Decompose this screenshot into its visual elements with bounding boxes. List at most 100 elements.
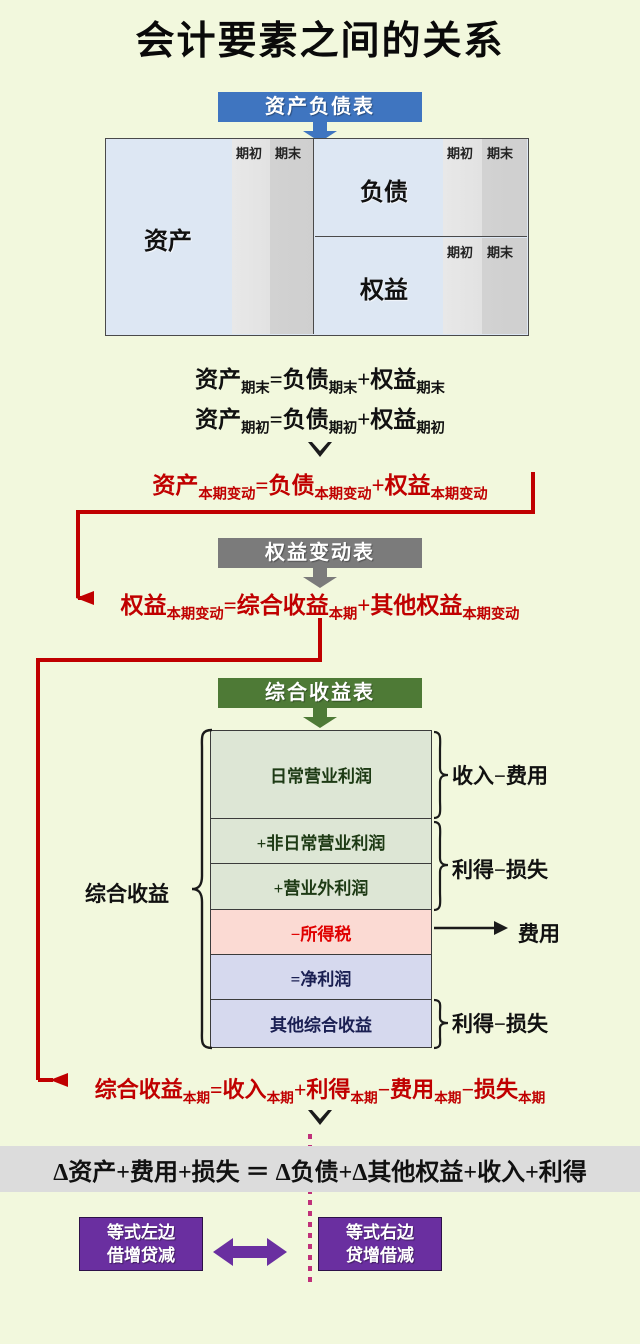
eq4-op2: + xyxy=(357,593,371,618)
assets-title: 资产 xyxy=(144,229,192,255)
eq3-lhs-sub: 本期变动 xyxy=(198,486,256,503)
equation-equity-change: 权益本期变动=综合收益本期+其他权益本期变动 xyxy=(0,586,640,624)
equation-change: 资产本期变动=负债本期变动+权益本期变动 xyxy=(0,466,640,504)
eq5-lhs: 综合收益 xyxy=(94,1077,183,1102)
eq3-t1: 负债 xyxy=(268,473,315,498)
eq5-t3-sub: 本期 xyxy=(434,1090,462,1106)
eq4-t1-sub: 本期 xyxy=(328,606,358,623)
equity-begin-column xyxy=(443,238,482,334)
equity-end-column xyxy=(482,238,527,334)
income-statement-banner: 综合收益表 xyxy=(218,678,422,708)
liabilities-title: 负债 xyxy=(360,180,408,206)
income-row-0: 日常营业利润 xyxy=(211,731,431,819)
eq4-lhs: 权益 xyxy=(120,593,167,618)
liabilities-end-column xyxy=(482,139,527,236)
income-row-4: =净利润 xyxy=(211,955,431,1000)
equity-begin-label: 期初 xyxy=(447,245,474,260)
eq5-op4: − xyxy=(461,1077,474,1102)
eq2-t1-sub: 期初 xyxy=(328,420,358,437)
income-row-3-label: −所得税 xyxy=(290,924,352,944)
equity-end-label: 期末 xyxy=(487,245,514,260)
eq4-lhs-sub: 本期变动 xyxy=(166,606,224,623)
eq2-t1: 负债 xyxy=(282,407,329,432)
annotation-label-4: 利得−损失 xyxy=(452,1012,548,1036)
eq5-t3: 费用 xyxy=(390,1077,435,1102)
eq2-lhs-sub: 期初 xyxy=(241,420,270,437)
eq5-op3: − xyxy=(377,1077,391,1102)
right-side-rule-line1: 等式右边 xyxy=(346,1223,414,1242)
liabilities-begin-label: 期初 xyxy=(447,146,474,161)
eq5-lhs-sub: 本期 xyxy=(182,1090,210,1106)
eq2-t2-sub: 期初 xyxy=(416,420,445,437)
assets-panel: 期初 期末 资产 xyxy=(106,139,314,334)
eq1-op2: + xyxy=(357,367,371,392)
right-side-rule-line2: 贷增借减 xyxy=(346,1246,414,1265)
page-title: 会计要素之间的关系 xyxy=(135,19,505,64)
eq4-op1: = xyxy=(223,593,237,618)
income-statement-table: 日常营业利润 +非日常营业利润 +营业外利润 −所得税 =净利润 其他综合收益 xyxy=(210,730,432,1048)
eq5-t4: 损失 xyxy=(473,1077,518,1102)
balance-sheet-diagram: 期初 期末 资产 期初 期末 负债 期初 期末 权益 xyxy=(105,138,529,336)
equity-panel: 期初 期末 权益 xyxy=(315,238,527,334)
eq1-op1: = xyxy=(269,367,283,392)
eq3-lhs: 资产 xyxy=(152,473,199,498)
eq4-t2: 其他权益 xyxy=(370,593,463,618)
annotation-label-2: 利得−损失 xyxy=(452,858,548,882)
income-row-1-label: +非日常营业利润 xyxy=(256,833,386,853)
assets-end-column xyxy=(270,139,313,334)
eq5-t1-sub: 本期 xyxy=(266,1090,294,1106)
eq4-t2-sub: 本期变动 xyxy=(462,606,520,623)
income-row-5: 其他综合收益 xyxy=(211,1000,431,1047)
assets-begin-label: 期初 xyxy=(236,146,263,161)
eq5-t1: 收入 xyxy=(222,1077,267,1102)
income-row-2-label: +营业外利润 xyxy=(273,879,369,898)
final-equation: Δ资产+费用+损失 ＝ Δ负债+Δ其他权益+收入+利得 xyxy=(53,1160,587,1186)
final-equation-band xyxy=(0,1146,640,1192)
eq5-op1: = xyxy=(210,1077,223,1102)
balance-sheet-banner: 资产负债表 xyxy=(218,92,422,122)
eq1-t2: 权益 xyxy=(370,367,417,392)
left-side-rule-box: 等式左边 借增贷减 xyxy=(79,1217,203,1271)
eq1-lhs: 资产 xyxy=(195,367,242,392)
comprehensive-income-label: 综合收益 xyxy=(85,882,169,906)
income-row-2: +营业外利润 xyxy=(211,864,431,910)
eq3-t2: 权益 xyxy=(384,473,431,498)
eq3-op1: = xyxy=(255,473,269,498)
liabilities-end-label: 期末 xyxy=(487,146,514,161)
right-side-rule-box: 等式右边 贷增借减 xyxy=(318,1217,442,1271)
equation-ending: 资产期末=负债期末+权益期末 xyxy=(0,360,640,398)
equity-title: 权益 xyxy=(360,278,408,304)
equity-statement-banner: 权益变动表 xyxy=(218,538,422,568)
liabilities-begin-column xyxy=(443,139,482,236)
eq1-t1: 负债 xyxy=(282,367,329,392)
eq4-t1: 综合收益 xyxy=(236,593,329,618)
eq5-t4-sub: 本期 xyxy=(518,1090,546,1106)
assets-begin-column xyxy=(232,139,270,334)
eq2-lhs: 资产 xyxy=(195,407,242,432)
equation-beginning: 资产期初=负债期初+权益期初 xyxy=(0,400,640,438)
left-side-rule-line1: 等式左边 xyxy=(107,1223,175,1242)
eq5-t2-sub: 本期 xyxy=(350,1090,378,1106)
assets-end-label: 期末 xyxy=(275,146,302,161)
eq2-op2: + xyxy=(357,407,371,432)
eq1-t2-sub: 期末 xyxy=(416,380,445,397)
eq5-t2: 利得 xyxy=(306,1077,351,1102)
income-row-0-label: 日常营业利润 xyxy=(270,767,372,786)
income-row-1: +非日常营业利润 xyxy=(211,819,431,864)
left-side-rule-line2: 借增贷减 xyxy=(107,1246,175,1265)
eq3-op2: + xyxy=(371,473,385,498)
income-row-3: −所得税 xyxy=(211,910,431,955)
eq1-t1-sub: 期末 xyxy=(328,380,358,397)
annotation-label-1: 收入−费用 xyxy=(452,764,548,788)
liabilities-panel: 期初 期末 负债 xyxy=(315,139,527,237)
income-row-4-label: =净利润 xyxy=(290,969,352,989)
eq3-t1-sub: 本期变动 xyxy=(314,486,372,503)
income-row-5-label: 其他综合收益 xyxy=(270,1016,372,1035)
eq2-t2: 权益 xyxy=(370,407,417,432)
eq3-t2-sub: 本期变动 xyxy=(430,486,488,503)
eq2-op1: = xyxy=(269,407,283,432)
annotation-label-3: 费用 xyxy=(518,922,560,946)
eq1-lhs-sub: 期末 xyxy=(241,380,270,397)
eq5-op2: + xyxy=(293,1077,307,1102)
equation-comprehensive-income: 综合收益本期=收入本期+利得本期−费用本期−损失本期 xyxy=(0,1072,640,1106)
